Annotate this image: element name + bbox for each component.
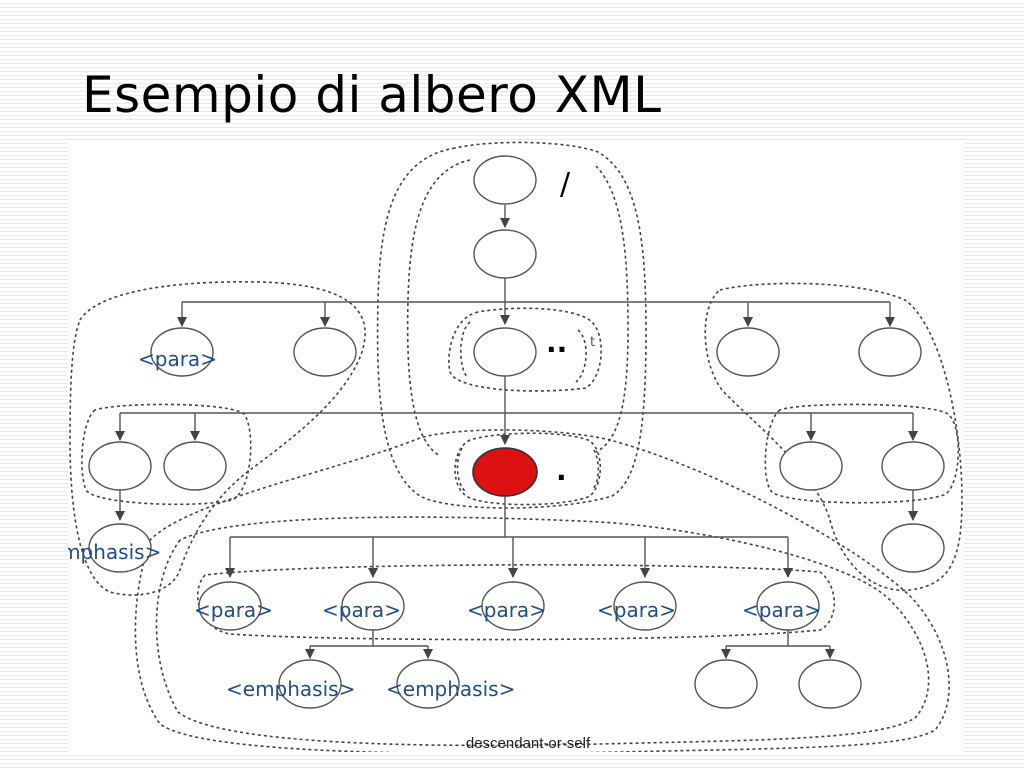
node-grandchild-2 (396, 659, 460, 709)
label-mask (526, 207, 612, 215)
label-para-left: <para> (138, 347, 217, 371)
node-root (473, 155, 537, 205)
node-grandchild-4 (798, 659, 862, 709)
ancestor-region-inner (406, 159, 629, 457)
following-region (704, 282, 963, 592)
node-child-5 (756, 581, 820, 631)
label-para-4: <para> (597, 598, 676, 622)
node-preceding-sib-1 (88, 441, 152, 491)
node-sibling-right-2 (858, 327, 922, 377)
axis-labels: / .. t . (546, 167, 595, 487)
node-parent (473, 327, 537, 377)
label-para-2: <para> (322, 598, 401, 622)
node-preceding-sib-2 (163, 441, 227, 491)
element-labels: <para> <emphasis> <para> <para> <para> <… (68, 347, 821, 701)
xml-tree-diagram: / .. t . descendant-or-self <para> <emph… (68, 141, 963, 752)
node-child-1 (198, 581, 262, 631)
label-emphasis-1: <emphasis> (226, 677, 355, 701)
node-following-child (881, 523, 945, 573)
tree-nodes (88, 155, 945, 709)
axis-label-fragment: t (590, 335, 595, 350)
node-emphasis-left (88, 523, 152, 573)
self-outline-inner (456, 447, 600, 493)
axis-label-descendant-or-self: descendant-or-self (466, 735, 591, 752)
node-grandchild-1 (278, 659, 342, 709)
node-sibling-right-1 (716, 327, 780, 377)
node-sibling-left (293, 327, 357, 377)
node-para-left (150, 327, 214, 377)
label-emphasis-2: <emphasis> (386, 677, 515, 701)
node-document-element (473, 229, 537, 279)
children-outline (196, 564, 835, 641)
node-grandchild-3 (694, 659, 758, 709)
node-child-4 (613, 581, 677, 631)
axis-label-self: . (556, 454, 567, 487)
descendant-region (155, 516, 930, 747)
parent-outline (448, 307, 602, 392)
tree-edges (115, 205, 918, 659)
axis-label-root: / (560, 167, 571, 202)
preceding-sibling-region (81, 403, 252, 506)
axis-outlines (69, 141, 963, 752)
diagram-panel: / .. t . descendant-or-self <para> <emph… (68, 140, 964, 752)
ancestor-region-outer (376, 141, 647, 509)
parent-outline-inner (459, 321, 587, 383)
axis-label-parent: .. (546, 326, 567, 359)
label-para-3: <para> (467, 598, 546, 622)
descendant-or-self-region (134, 429, 950, 752)
node-child-3 (481, 581, 545, 631)
node-child-2 (341, 581, 405, 631)
node-following-sib-2 (881, 441, 945, 491)
label-para-1: <para> (194, 598, 273, 622)
label-para-5: <para> (742, 598, 821, 622)
node-following-sib-1 (779, 441, 843, 491)
node-context-self (472, 447, 538, 497)
self-outline (454, 432, 601, 506)
label-emphasis-left: <emphasis> (68, 540, 161, 564)
slide-title: Esempio di albero XML (82, 66, 662, 124)
